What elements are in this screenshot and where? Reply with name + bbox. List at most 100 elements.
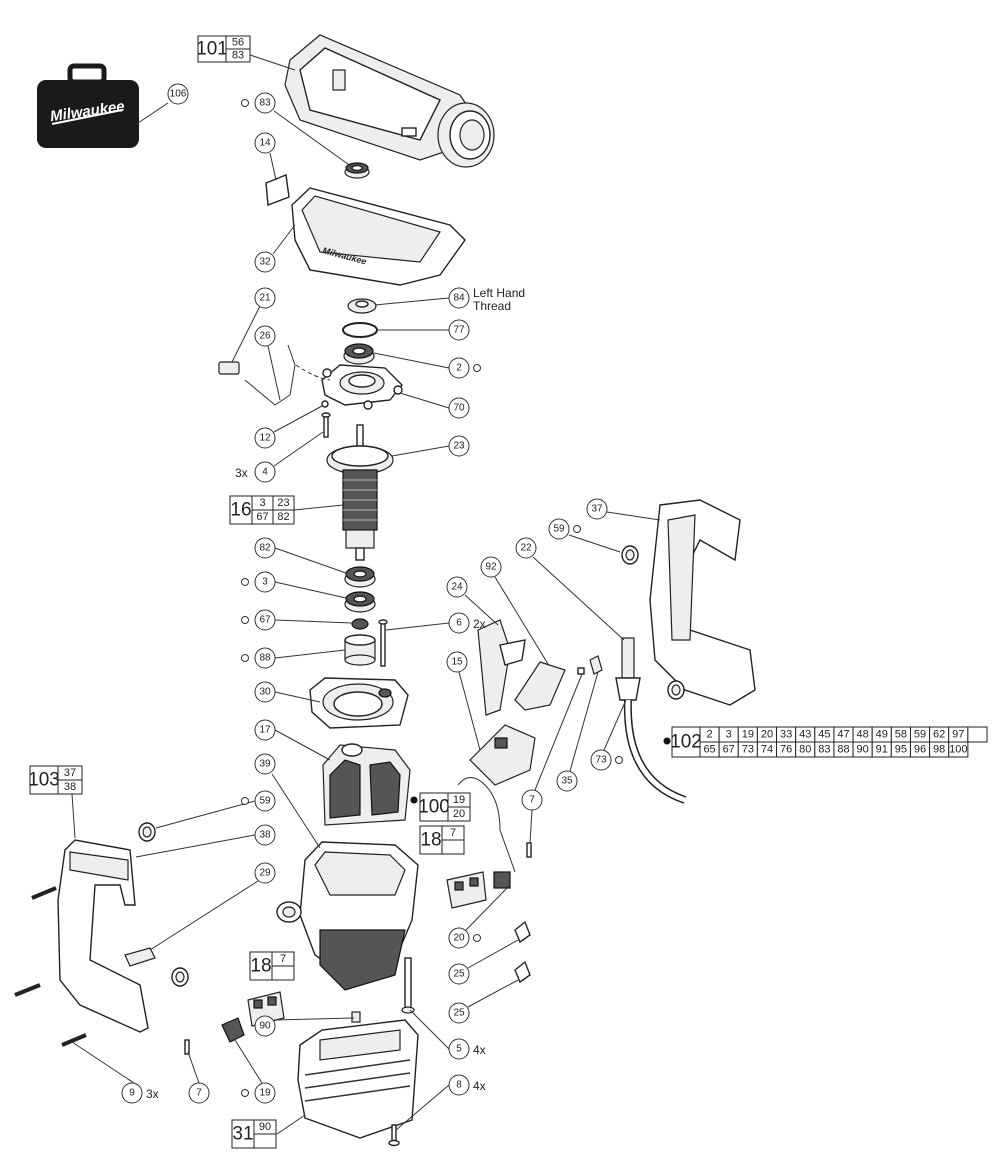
bullet-mark [573,525,581,533]
assembly-number: 102 [670,732,702,753]
label-14 [265,174,290,206]
callout-number: 4 [262,467,268,478]
grommet-59-left [138,822,156,842]
callout-multiplier: 3x [146,1087,159,1101]
assembly-part: 59 [914,729,926,741]
bearing-82 [344,566,376,588]
callout-15: 15 [446,651,468,673]
callout-3: 3 [241,571,276,593]
callout-number: 5 [456,1044,462,1055]
carrying-case-106: Milwaukee [37,63,139,148]
callout-number: 24 [451,582,463,593]
callout-number: 30 [259,687,271,698]
bullet-mark [663,737,671,745]
callout-25: 25 [448,963,470,985]
assembly-part: 47 [837,729,849,741]
assembly-part: 49 [876,729,888,741]
callout-9: 9 3x [121,1082,159,1104]
assembly-number: 18 [420,830,441,851]
assembly-number: 16 [230,500,251,521]
fan-67 [351,618,369,630]
callout-number: 26 [259,331,271,342]
callout-number: 39 [259,759,271,770]
stud-5 [401,957,415,1014]
assembly-part: 67 [256,511,268,523]
assembly-part: 73 [742,744,754,756]
assembly-part: 90 [857,744,869,756]
assembly-part: 62 [933,729,945,741]
brush-card-18-upper [446,871,487,909]
callout-number: 23 [453,441,465,452]
screw-12 [321,400,329,408]
assembly-number: 18 [250,956,271,977]
assembly-part: 83 [818,744,830,756]
callout-84: 84 [448,287,470,309]
callout-number: 14 [259,138,271,149]
lock-button-92 [514,661,566,711]
callout-7: 7 [188,1082,210,1104]
callout-92: 92 [480,556,502,578]
assembly-part: 80 [799,744,811,756]
nut-84 [347,298,377,314]
screw-4 [321,412,331,438]
callout-22: 22 [515,537,537,559]
cord-set-22 [615,637,687,804]
assembly-part: 37 [64,767,76,779]
callout-82: 82 [254,537,276,559]
callout-23: 23 [448,435,470,457]
screw-7-left [184,1039,190,1055]
bullet-mark [473,364,481,372]
callout-number: 22 [520,543,532,554]
assembly-part: 74 [761,744,773,756]
assembly-part: 82 [277,511,289,523]
callout-4: 43x [235,461,276,483]
bullet-layer [410,737,671,804]
assembly-part: 76 [780,744,792,756]
baffle-30 [309,677,409,729]
callout-number: 15 [451,657,463,668]
callout-number: 19 [259,1088,271,1099]
rear-handle-37 [649,499,756,706]
grommet-59-right-lower [667,680,685,700]
screws-9 [14,886,87,1047]
callout-73: 73 [590,749,623,771]
callout-number: 9 [129,1088,135,1099]
callout-59: 59 [548,518,581,540]
assembly-part: 91 [876,744,888,756]
assembly-part: 90 [259,1121,271,1133]
callout-number: 92 [485,562,497,573]
bearing-2 [343,343,375,365]
callout-19: 19 [241,1082,276,1104]
callout-25: 25 [448,1002,470,1024]
bearing-plate-70 [321,364,403,410]
callout-106: 106 [167,83,189,105]
callout-29: 29 [254,862,276,884]
spring-29 [124,947,156,967]
callout-number: 2 [456,363,462,374]
strain-relief-35 [577,655,603,675]
callout-21: 21 [254,287,276,309]
callout-number: 7 [196,1088,202,1099]
field-17 [322,743,411,826]
callout-number: 38 [259,830,271,841]
side-handle-38 [57,839,149,1033]
brush-20 [493,871,511,889]
callout-number: 3 [262,577,268,588]
bearing-3 [344,591,376,613]
assembly-part: 3 [726,729,732,741]
callout-number: 21 [259,293,271,304]
retaining-ring-77 [342,322,378,338]
callout-multiplier: 4x [473,1043,486,1057]
callout-number: 70 [453,403,465,414]
assembly-part: 67 [723,744,735,756]
assembly-part: 19 [453,794,465,806]
assembly-part: 100 [949,744,967,756]
callout-70: 70 [448,397,470,419]
